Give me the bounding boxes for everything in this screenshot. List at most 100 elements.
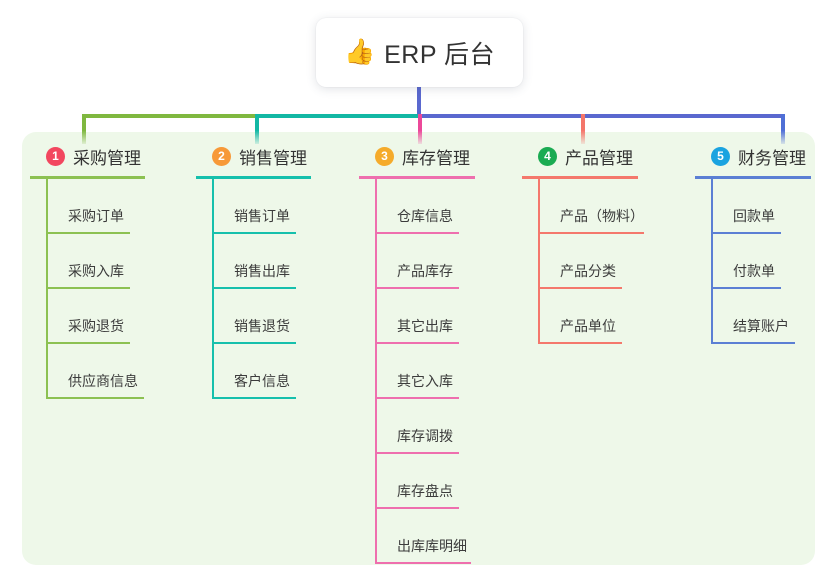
leaf-item[interactable]: 产品库存 [375,234,524,289]
leaf-item-underline [538,342,622,344]
leaf-item-label: 采购入库 [68,263,124,279]
leaf-item-underline [375,342,459,344]
leaf-item-label: 产品（物料） [560,208,644,224]
leaf-item-label: 采购退货 [68,318,124,334]
branch-number-badge: 2 [212,146,231,166]
leaf-item[interactable]: 采购退货 [46,289,195,344]
leaf-item[interactable]: 产品分类 [538,234,687,289]
branch-header-2[interactable]: 2 销售管理 [196,144,361,168]
leaf-item-label: 结算账户 [733,318,789,334]
leaf-item[interactable]: 销售订单 [212,179,361,234]
leaf-item-underline [538,287,622,289]
branch-header-3[interactable]: 3 库存管理 [359,144,524,168]
branch-leaf-list: 回款单付款单结算账户 [695,179,835,344]
leaf-item-underline [375,397,459,399]
leaf-item-label: 客户信息 [234,373,290,389]
branch-spine [212,179,214,399]
thumbs-up-icon: 👍 [343,38,376,66]
branch-spine [46,179,48,399]
leaf-item[interactable]: 产品单位 [538,289,687,344]
branch-stub-4 [581,114,585,144]
branch-column-1: 1 采购管理采购订单采购入库采购退货供应商信息 [30,144,195,399]
leaf-item[interactable]: 回款单 [711,179,835,234]
leaf-item[interactable]: 销售出库 [212,234,361,289]
leaf-item-label: 其它出库 [397,318,453,334]
leaf-item[interactable]: 仓库信息 [375,179,524,234]
leaf-item-underline [212,397,296,399]
leaf-item[interactable]: 采购订单 [46,179,195,234]
diagram-panel [22,132,815,565]
leaf-item[interactable]: 供应商信息 [46,344,195,399]
root-node-label: ERP 后台 [384,40,496,69]
branch-header-underline [196,176,311,179]
leaf-item-label: 库存调拨 [397,428,453,444]
branch-title-label: 库存管理 [402,148,470,168]
leaf-item[interactable]: 库存盘点 [375,454,524,509]
branch-number-badge: 1 [46,146,65,166]
leaf-item-underline [711,232,781,234]
branch-title-label: 产品管理 [565,148,633,168]
branch-header-1[interactable]: 1 采购管理 [30,144,195,168]
leaf-item-label: 仓库信息 [397,208,453,224]
leaf-item[interactable]: 客户信息 [212,344,361,399]
branch-header-4[interactable]: 4 产品管理 [522,144,687,168]
leaf-item-underline [46,232,130,234]
leaf-item-label: 库存盘点 [397,483,453,499]
branch-title-label: 财务管理 [738,148,806,168]
branch-header-5[interactable]: 5 财务管理 [695,144,835,168]
leaf-item-underline [375,452,459,454]
leaf-item-label: 产品单位 [560,318,616,334]
branch-leaf-list: 仓库信息产品库存其它出库其它入库库存调拨库存盘点出库库明细 [359,179,524,564]
leaf-item-label: 供应商信息 [68,373,138,389]
branch-column-5: 5 财务管理回款单付款单结算账户 [695,144,835,344]
branch-stub-1 [82,114,86,144]
leaf-item[interactable]: 其它出库 [375,289,524,344]
branch-number-badge: 3 [375,146,394,166]
leaf-item-label: 出库库明细 [397,538,467,554]
bus-segment-3 [418,114,785,118]
leaf-item[interactable]: 其它入库 [375,344,524,399]
branch-column-4: 4 产品管理产品（物料） 产品分类产品单位 [522,144,687,344]
bus-segment-1 [82,114,255,118]
branch-number-badge: 4 [538,146,557,166]
leaf-item-underline [46,342,130,344]
root-node-erp-backend[interactable]: 👍 ERP 后台 [316,18,523,87]
leaf-item[interactable]: 采购入库 [46,234,195,289]
bus-segment-2 [255,114,418,118]
leaf-item-label: 销售退货 [234,318,290,334]
leaf-item-underline [212,287,296,289]
leaf-item-underline [375,562,471,564]
branch-title-label: 销售管理 [239,148,307,168]
branch-column-3: 3 库存管理仓库信息产品库存其它出库其它入库库存调拨库存盘点出库库明细 [359,144,524,564]
branch-spine [711,179,713,344]
branch-stub-5 [781,114,785,144]
leaf-item[interactable]: 销售退货 [212,289,361,344]
leaf-item[interactable]: 产品（物料） [538,179,687,234]
branch-number-badge: 5 [711,146,730,166]
leaf-item[interactable]: 结算账户 [711,289,835,344]
leaf-item-underline [711,342,795,344]
branch-leaf-list: 销售订单销售出库销售退货客户信息 [196,179,361,399]
branch-stub-3 [418,114,422,144]
leaf-item-label: 采购订单 [68,208,124,224]
leaf-item-label: 其它入库 [397,373,453,389]
leaf-item-label: 付款单 [733,263,775,279]
leaf-item-underline [538,232,644,234]
leaf-item-underline [711,287,781,289]
leaf-item-label: 产品库存 [397,263,453,279]
leaf-item[interactable]: 出库库明细 [375,509,524,564]
branch-header-underline [359,176,475,179]
branch-header-underline [695,176,811,179]
leaf-item-underline [212,342,296,344]
branch-title-label: 采购管理 [73,148,141,168]
branch-column-2: 2 销售管理销售订单销售出库销售退货客户信息 [196,144,361,399]
leaf-item-label: 产品分类 [560,263,616,279]
root-stem-connector [417,86,421,116]
branch-leaf-list: 采购订单采购入库采购退货供应商信息 [30,179,195,399]
leaf-item-underline [375,232,459,234]
leaf-item[interactable]: 付款单 [711,234,835,289]
leaf-item[interactable]: 库存调拨 [375,399,524,454]
branch-header-underline [522,176,638,179]
branch-header-underline [30,176,145,179]
leaf-item-underline [46,397,144,399]
